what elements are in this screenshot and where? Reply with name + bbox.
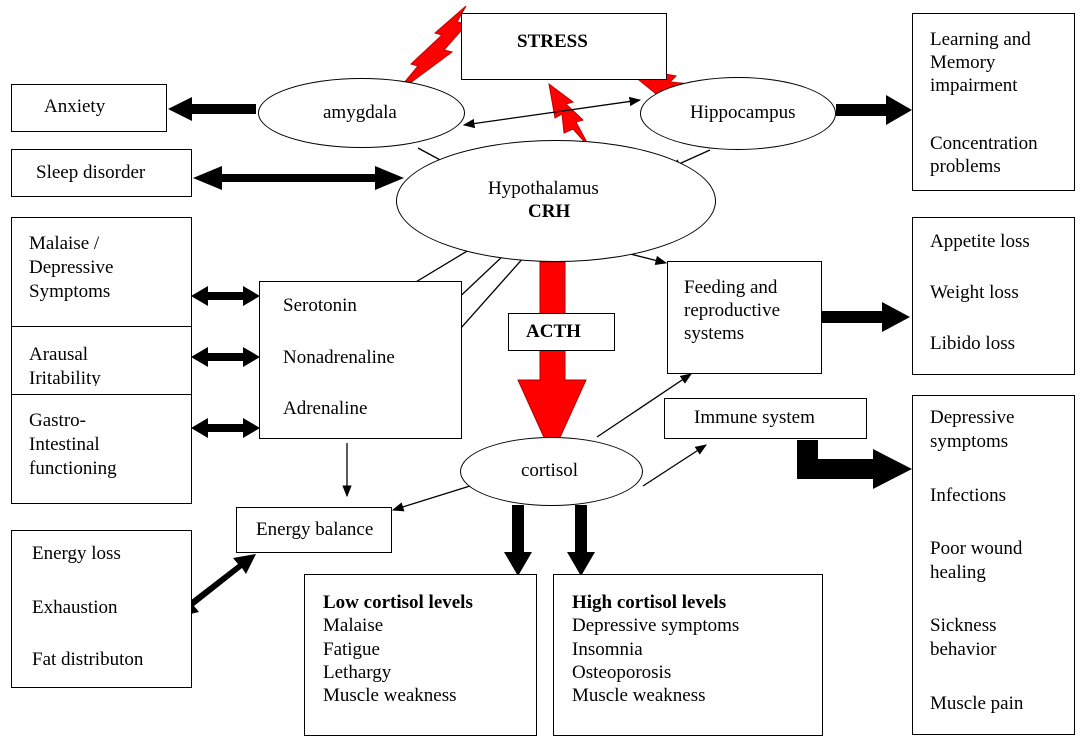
immune-effects-arrow xyxy=(797,440,912,489)
immune-effect-8: Muscle pain xyxy=(930,693,1024,714)
nonadrenaline-label: Nonadrenaline xyxy=(283,347,395,368)
learning-line-1: Learning and xyxy=(930,29,1031,50)
cortisol-ellipse xyxy=(460,437,643,506)
serotonin-label: Serotonin xyxy=(283,295,357,316)
anxiety-label: Anxiety xyxy=(44,96,106,117)
feeding-line-1: Feeding and xyxy=(684,277,778,298)
sleep-arrow xyxy=(193,166,404,190)
appetite-line-1: Appetite loss xyxy=(930,231,1030,252)
energy-effect-2: Exhaustion xyxy=(32,597,118,618)
stress-bolt-amygdala xyxy=(393,5,468,96)
low-cortisol-item-4: Muscle weakness xyxy=(323,685,457,706)
stress-bolt-hypothalamus xyxy=(548,82,591,149)
appetite-line-2: Weight loss xyxy=(930,282,1019,303)
high-cortisol-item-1: Depressive symptoms xyxy=(572,615,740,636)
immune-effect-5: healing xyxy=(930,562,986,583)
hippocampus-label: Hippocampus xyxy=(690,102,796,123)
hypothalamus-ellipse xyxy=(396,140,716,262)
high-cortisol-title: High cortisol levels xyxy=(572,592,727,613)
immune-effect-6: Sickness xyxy=(930,615,997,636)
cortisol-immune-link xyxy=(642,444,707,487)
low-cortisol-box xyxy=(304,574,537,736)
adrenaline-label: Adrenaline xyxy=(283,398,368,419)
cortisol-feeding-link xyxy=(596,373,692,438)
gastro-line-2: Intestinal xyxy=(29,434,100,455)
acth-box xyxy=(508,313,615,351)
arousal-box xyxy=(11,326,192,396)
immune-system-box xyxy=(664,398,867,439)
immune-system-label: Immune system xyxy=(694,407,815,428)
gastro-line-3: functioning xyxy=(29,458,117,479)
low-cortisol-title: Low cortisol levels xyxy=(323,592,473,613)
neurotransmitter-box xyxy=(259,281,462,439)
appetite-arrow xyxy=(822,302,910,332)
immune-effect-2: symptoms xyxy=(930,431,1009,452)
amygdala-ellipse xyxy=(258,78,465,148)
immune-effect-1: Depressive xyxy=(930,407,1015,428)
immune-effect-3: Infections xyxy=(930,485,1006,506)
anxiety-arrow xyxy=(168,97,256,121)
malaise-neuro-arrow xyxy=(191,286,260,306)
malaise-line-2: Depressive xyxy=(29,257,114,278)
sleep-disorder-box xyxy=(11,149,192,197)
gastro-line-1: Gastro- xyxy=(29,410,86,431)
high-cortisol-item-2: Insomnia xyxy=(572,639,643,660)
hippocampus-ellipse xyxy=(640,77,836,150)
concentration-line-1: Concentration xyxy=(930,133,1038,154)
stress-label: STRESS xyxy=(517,31,588,52)
appetite-line-3: Libido loss xyxy=(930,333,1015,354)
low-cortisol-item-3: Lethargy xyxy=(323,662,392,683)
arousal-neuro-arrow xyxy=(191,347,260,367)
immune-effect-7: behavior xyxy=(930,639,997,660)
hypothalamus-label: Hypothalamus xyxy=(488,178,599,199)
feeding-box xyxy=(667,261,822,374)
arousal-line-2: Iritability xyxy=(29,368,101,386)
feeding-line-2: reproductive xyxy=(684,300,781,321)
amygdala-hippocampus-link xyxy=(462,96,642,129)
energy-effects-arrow xyxy=(178,554,256,617)
cortisol-label: cortisol xyxy=(521,460,578,481)
concentration-line-2: problems xyxy=(930,156,1001,177)
immune-effect-4: Poor wound xyxy=(930,538,1023,559)
acth-label: ACTH xyxy=(526,321,581,342)
energy-effect-1: Energy loss xyxy=(32,543,121,564)
malaise-box xyxy=(11,217,192,327)
learning-line-3: impairment xyxy=(930,75,1018,96)
energy-effects-box xyxy=(11,530,192,688)
gastro-box xyxy=(11,394,192,504)
feeding-line-3: systems xyxy=(684,323,745,344)
crh-label: CRH xyxy=(528,201,571,222)
low-cortisol-item-1: Malaise xyxy=(323,615,384,636)
sleep-disorder-label: Sleep disorder xyxy=(36,162,146,183)
immune-effects-box xyxy=(912,395,1075,735)
energy-effect-3: Fat distributon xyxy=(32,649,144,670)
energy-balance-box xyxy=(236,507,392,553)
high-cortisol-arrow xyxy=(567,505,595,576)
energy-balance-label: Energy balance xyxy=(256,519,374,540)
low-cortisol-arrow xyxy=(504,505,532,576)
malaise-line-3: Symptoms xyxy=(29,281,111,302)
malaise-line-1: Malaise / xyxy=(29,233,100,254)
appetite-box xyxy=(912,217,1075,375)
arousal-line-1: Arausal xyxy=(29,344,89,365)
high-cortisol-box xyxy=(553,574,823,736)
stress-box xyxy=(461,13,667,80)
learning-box xyxy=(912,13,1075,191)
high-cortisol-item-4: Muscle weakness xyxy=(572,685,706,706)
anxiety-box xyxy=(11,84,167,132)
high-cortisol-item-3: Osteoporosis xyxy=(572,662,672,683)
learning-arrow xyxy=(836,95,912,125)
learning-line-2: Memory xyxy=(930,52,996,73)
gastro-neuro-arrow xyxy=(191,418,260,438)
acth-arrow xyxy=(517,261,587,457)
amygdala-label: amygdala xyxy=(323,102,397,123)
low-cortisol-item-2: Fatigue xyxy=(323,639,380,660)
